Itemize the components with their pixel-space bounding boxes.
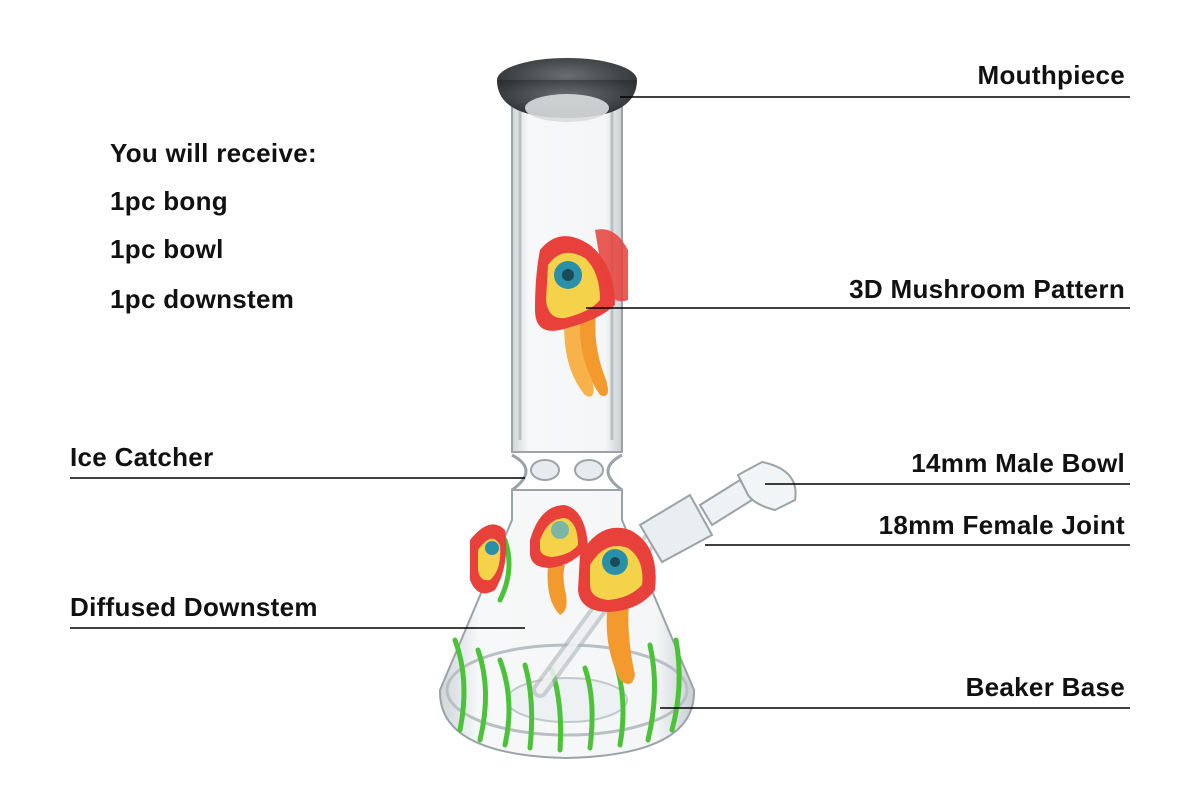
mushroom-tube-1 [535,236,615,397]
mushroom-tube-2 [595,229,628,302]
mouthpiece-rim [497,58,637,122]
male-bowl [698,460,797,527]
mushroom-beaker-2 [530,505,588,615]
leader-lines [70,96,1130,709]
receive-heading: You will receive: [110,138,317,168]
grass-decoration [452,537,682,753]
label-mouthpiece: Mouthpiece [977,60,1125,90]
receive-item-bowl: 1pc bowl [110,234,224,264]
side-joint [638,493,714,564]
mushroom-beaker-1 [578,527,656,684]
label-ice-catcher: Ice Catcher [70,442,214,472]
label-diffused-downstem: Diffused Downstem [70,592,318,622]
receive-item-bong: 1pc bong [110,186,228,216]
label-female-joint: 18mm Female Joint [878,510,1125,540]
label-male-bowl: 14mm Male Bowl [911,448,1125,478]
label-mushroom-pattern: 3D Mushroom Pattern [849,274,1125,304]
label-beaker-base: Beaker Base [965,672,1125,702]
receive-item-downstem: 1pc downstem [110,284,295,314]
ice-catcher-pinches [511,453,623,492]
mushroom-beaker-3 [470,524,507,594]
